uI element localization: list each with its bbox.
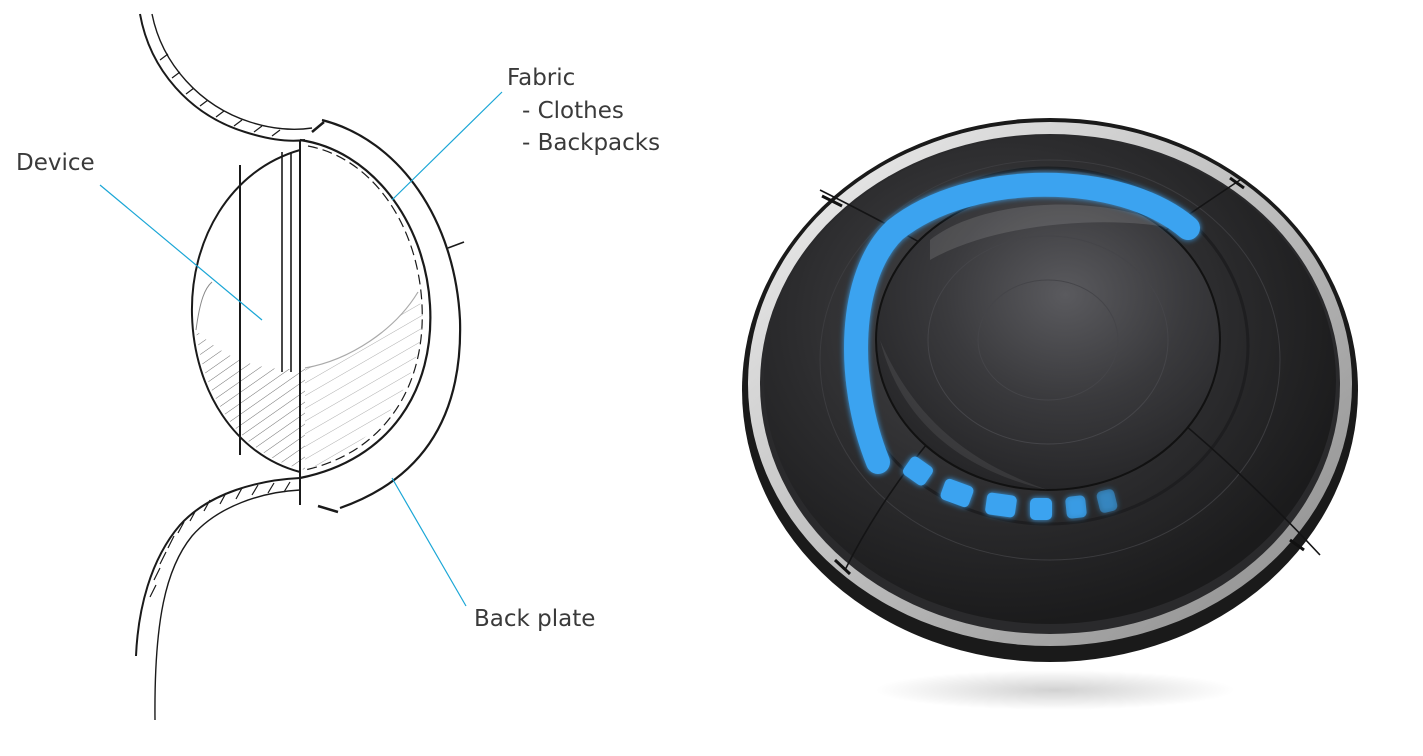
led-segment [903,456,933,486]
leader-device [99,184,263,321]
led-segment [1030,498,1052,520]
led-segments [903,456,1118,520]
label-fabric-clothes: - Clothes [522,98,624,124]
label-back-plate: Back plate [474,606,596,632]
label-fabric: Fabric [507,65,576,91]
label-fabric-backpacks: - Backpacks [522,130,661,156]
led-segment [1065,495,1087,519]
led-segment [985,492,1017,518]
device-render [742,118,1358,710]
back-plate [299,118,465,514]
leader-lines [99,91,503,607]
fabric-lower-strand [135,477,301,721]
leader-back-plate [391,477,467,607]
device-body [190,140,305,505]
fabric-upper-strand [139,13,313,142]
leader-fabric [391,91,503,201]
led-segment [1096,489,1118,513]
label-device: Device [16,150,95,176]
led-segment [940,478,974,508]
led-arc [844,172,1200,474]
